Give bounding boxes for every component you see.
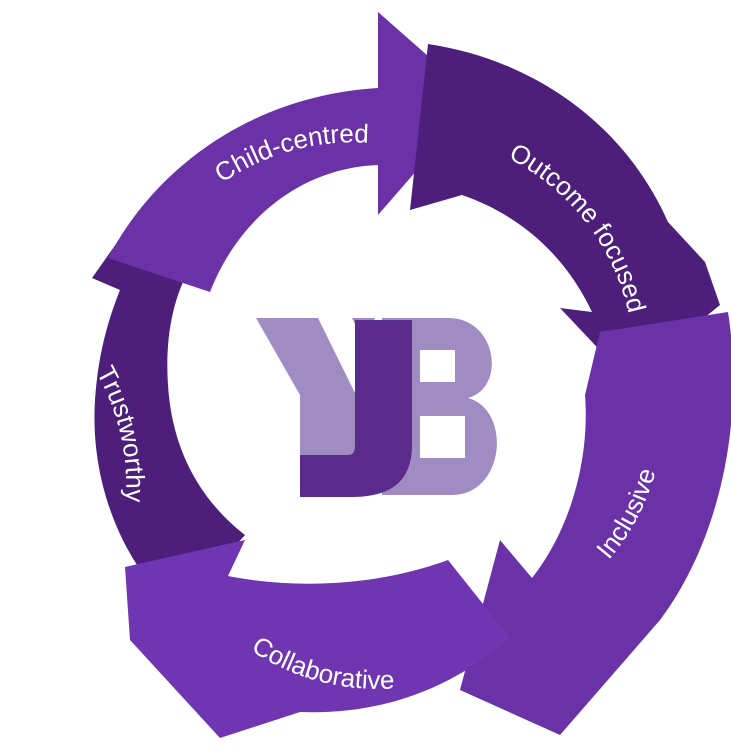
segment-outcome-focused — [410, 44, 720, 380]
segment-collaborative — [125, 540, 510, 738]
segment-trustworthy — [92, 210, 245, 612]
segment-inclusive — [460, 312, 731, 735]
segment-child-centred — [108, 12, 478, 292]
yjb-logo — [256, 318, 497, 497]
